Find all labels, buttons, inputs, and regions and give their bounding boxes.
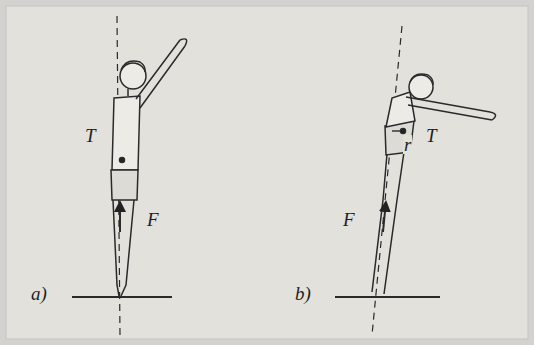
figure-b [335, 26, 496, 335]
center-of-mass-label: T [425, 126, 438, 145]
paper [6, 6, 528, 339]
figure-a [72, 16, 187, 335]
panel-label: b) [294, 284, 312, 303]
panel-label: a) [30, 284, 48, 303]
force-label: F [146, 210, 160, 229]
center-of-mass-label: T [84, 126, 97, 145]
force-label: F [342, 210, 356, 229]
lever-arm-label: r [403, 135, 412, 154]
